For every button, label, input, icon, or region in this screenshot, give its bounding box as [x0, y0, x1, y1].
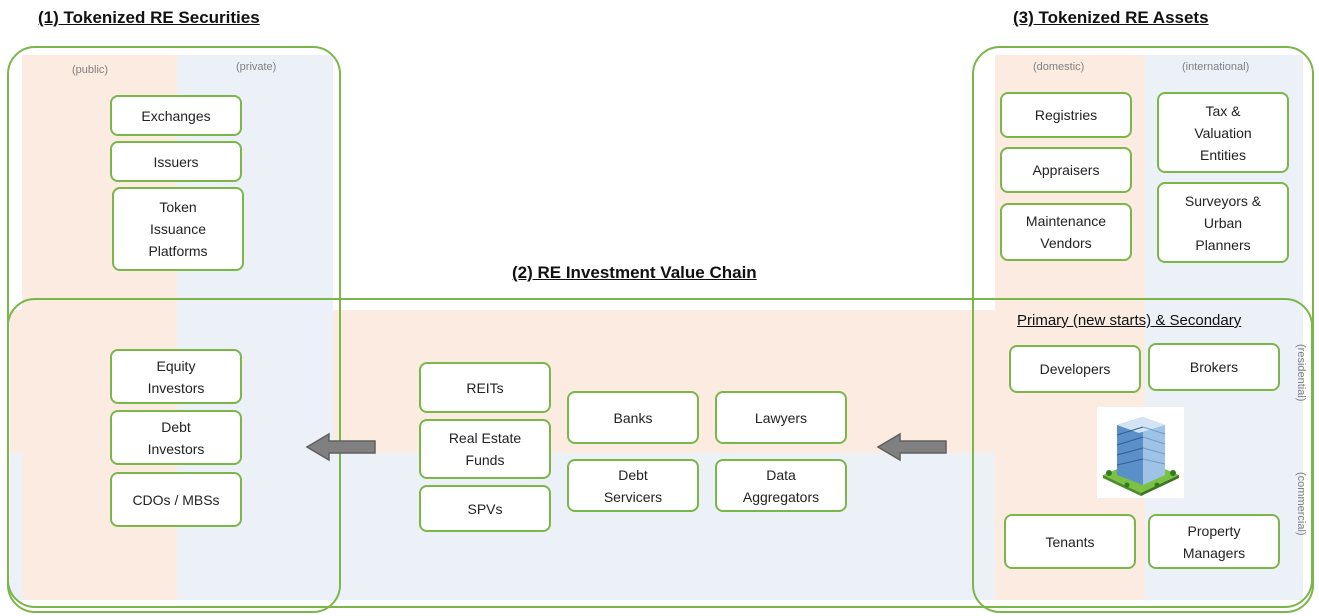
real-estate-funds-box: Real Estate Funds [419, 419, 551, 479]
surveyors-urban-planners-box: Surveyors & Urban Planners [1157, 182, 1289, 263]
banks-box: Banks [567, 391, 699, 444]
property-managers-box: Property Managers [1148, 514, 1280, 569]
assets-title: (3) Tokenized RE Assets [1013, 8, 1209, 27]
residential-label: (residential) [1295, 344, 1307, 402]
commercial-label: (commercial) [1295, 472, 1307, 536]
lawyers-box: Lawyers [715, 391, 847, 444]
public-label: (public) [72, 64, 109, 76]
domestic-column-shade [995, 55, 1145, 600]
commercial-band-shade-right [973, 453, 995, 600]
securities-title: (1) Tokenized RE Securities [38, 8, 260, 27]
assets-frame [972, 46, 1314, 613]
commercial-band-shade-left [10, 453, 22, 600]
market-heading: Primary (new starts) & Secondary [1017, 312, 1242, 329]
spvs-box: SPVs [419, 485, 551, 532]
brokers-box: Brokers [1148, 343, 1280, 391]
debt-servicers-box: Debt Servicers [567, 459, 699, 512]
arrow-left-icon [305, 432, 376, 462]
developers-box: Developers [1009, 345, 1141, 393]
residential-band-shade-left [10, 310, 22, 453]
domestic-label: (domestic) [1033, 61, 1085, 73]
exchanges-box: Exchanges [110, 95, 242, 136]
value-chain-title: (2) RE Investment Value Chain [512, 263, 757, 282]
equity-investors-box: Equity Investors [110, 349, 242, 404]
tax-valuation-entities-box: Tax & Valuation Entities [1157, 92, 1289, 173]
arrow-left-icon-2 [876, 432, 947, 462]
cdos-mbss-box: CDOs / MBSs [110, 472, 242, 527]
international-label: (international) [1182, 61, 1250, 73]
tenants-box: Tenants [1004, 514, 1136, 569]
registries-box: Registries [1000, 92, 1132, 138]
residential-band-shade-right [973, 310, 995, 453]
maintenance-vendors-box: Maintenance Vendors [1000, 203, 1132, 261]
reits-box: REITs [419, 362, 551, 413]
debt-investors-box: Debt Investors [110, 410, 242, 465]
token-issuance-platforms-box: Token Issuance Platforms [112, 187, 244, 271]
issuers-box: Issuers [110, 141, 242, 182]
private-label: (private) [236, 61, 277, 73]
appraisers-box: Appraisers [1000, 147, 1132, 193]
data-aggregators-box: Data Aggregators [715, 459, 847, 512]
office-building-icon [1097, 407, 1184, 498]
